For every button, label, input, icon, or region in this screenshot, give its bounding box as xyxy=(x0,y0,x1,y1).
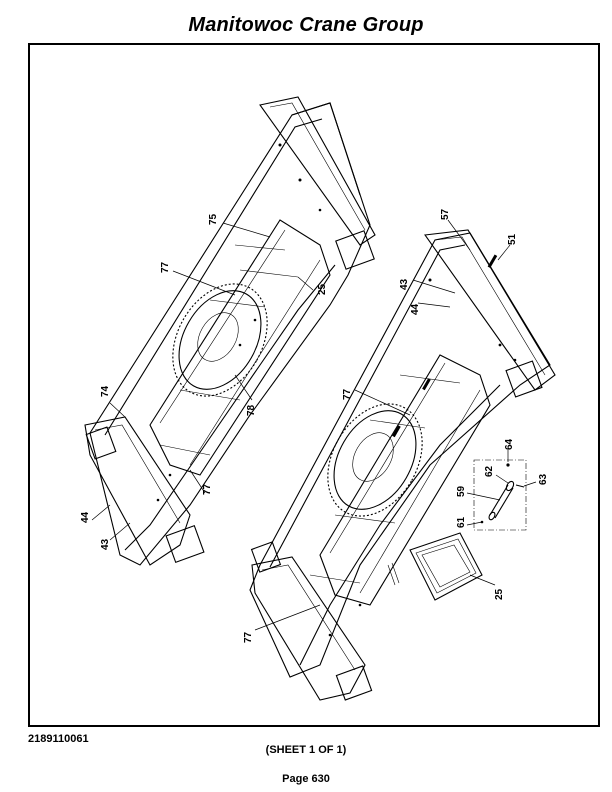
page-number: Page 630 xyxy=(282,773,330,785)
left-carbody-frame xyxy=(84,96,376,566)
callout-25: 25 xyxy=(494,588,505,600)
leader-lines xyxy=(91,219,537,631)
pin-detail-group xyxy=(473,459,527,531)
callout-77: 77 xyxy=(160,261,171,273)
callout-63: 63 xyxy=(538,473,549,485)
callout-75: 75 xyxy=(208,213,219,225)
callout-61: 61 xyxy=(456,516,467,528)
exploded-frame-drawing: 75 77 25 78 74 77 44 43 57 51 43 44 77 6… xyxy=(80,96,556,701)
callout-78: 78 xyxy=(246,404,257,416)
callout-44: 44 xyxy=(410,303,421,315)
callout-51: 51 xyxy=(507,233,518,245)
callout-62: 62 xyxy=(484,465,495,477)
page-title: Manitowoc Crane Group xyxy=(188,14,424,36)
part-25-bracket xyxy=(387,532,483,601)
callout-43: 43 xyxy=(399,278,410,290)
callout-74: 74 xyxy=(100,385,111,397)
drawing-number: 2189110061 xyxy=(28,733,89,745)
callout-labels: 75 77 25 78 74 77 44 43 57 51 43 44 77 6… xyxy=(80,208,549,643)
callout-57: 57 xyxy=(440,208,451,220)
callout-44: 44 xyxy=(80,511,91,523)
drawing-frame: 75 77 25 78 74 77 44 43 57 51 43 44 77 6… xyxy=(28,43,600,727)
callout-64: 64 xyxy=(504,438,515,450)
callout-59: 59 xyxy=(456,485,467,497)
right-carbody-frame xyxy=(249,229,556,701)
callout-77: 77 xyxy=(243,631,254,643)
callout-77: 77 xyxy=(342,388,353,400)
sheet-indicator: (SHEET 1 OF 1) xyxy=(265,744,347,756)
callout-43: 43 xyxy=(100,538,111,550)
callout-77: 77 xyxy=(202,483,213,495)
callout-25: 25 xyxy=(317,283,328,295)
